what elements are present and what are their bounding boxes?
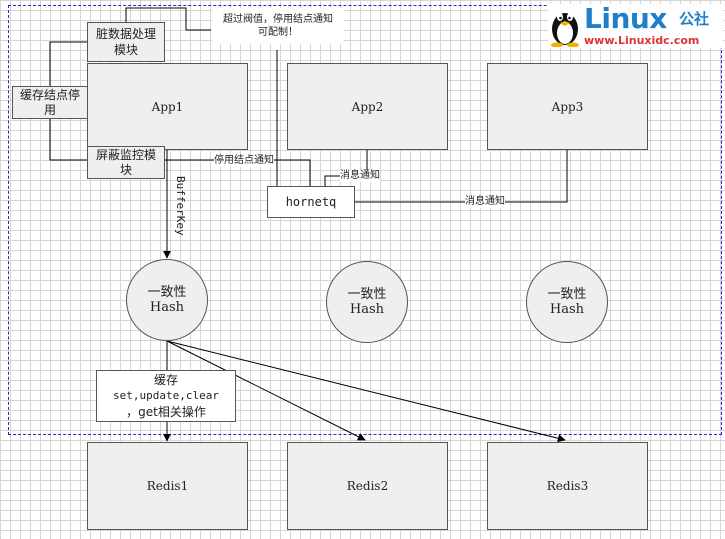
redis2-box[interactable]: Redis2 bbox=[287, 442, 448, 530]
edge-dirty-to-disable bbox=[12, 41, 87, 88]
edge-hash1-to-redis2 bbox=[166, 340, 366, 441]
threshold-note-line1: 超过阀值，停用结点通知 bbox=[223, 14, 333, 25]
label-buffer-key: BufferKey bbox=[174, 176, 187, 236]
threshold-note: 超过阀值，停用结点通知 可配制！ bbox=[212, 8, 344, 44]
linuxidc-logo: Linux 公社 www.Linuxidc.com bbox=[548, 4, 723, 48]
app2-box[interactable]: App2 bbox=[287, 63, 448, 150]
cache-operations-box[interactable]: 缓存 set,update,clear ，get相关操作 bbox=[96, 370, 236, 422]
hash-circle-1[interactable]: 一致性 Hash bbox=[126, 259, 208, 341]
label-msg-notify-1: 消息通知 bbox=[340, 170, 380, 182]
cache-node-disable[interactable]: 缓存结点停用 bbox=[12, 86, 88, 119]
hash-circle-3[interactable]: 一致性 Hash bbox=[526, 261, 608, 343]
logo-url: www.Linuxidc.com bbox=[584, 34, 700, 47]
redis3-box[interactable]: Redis3 bbox=[487, 442, 648, 530]
label-msg-notify-2: 消息通知 bbox=[465, 196, 505, 208]
threshold-note-line2: 可配制！ bbox=[258, 27, 298, 38]
app1-box[interactable]: App1 bbox=[87, 63, 248, 150]
logo-word: Linux bbox=[584, 2, 667, 35]
hash-circle-2[interactable]: 一致性 Hash bbox=[326, 261, 408, 343]
edge-threshold-note bbox=[125, 7, 211, 31]
mask-monitor-module[interactable]: 屏蔽监控模块 bbox=[87, 146, 165, 179]
edge-hash1-to-redis3 bbox=[166, 340, 566, 443]
redis1-box[interactable]: Redis1 bbox=[87, 442, 248, 530]
edge-app3-to-hornetq bbox=[353, 149, 568, 203]
hornetq-box[interactable]: hornetq bbox=[267, 186, 355, 218]
logo-cn: 公社 bbox=[679, 10, 710, 28]
tux-penguin-icon bbox=[551, 13, 579, 47]
label-disable-node-notify: 停用结点通知 bbox=[214, 155, 274, 167]
edge-mask-to-hornetq bbox=[165, 159, 311, 186]
app3-box[interactable]: App3 bbox=[487, 63, 648, 150]
edge-mask-to-disable bbox=[12, 117, 87, 161]
dirty-data-module[interactable]: 脏数据处理模块 bbox=[87, 22, 165, 62]
